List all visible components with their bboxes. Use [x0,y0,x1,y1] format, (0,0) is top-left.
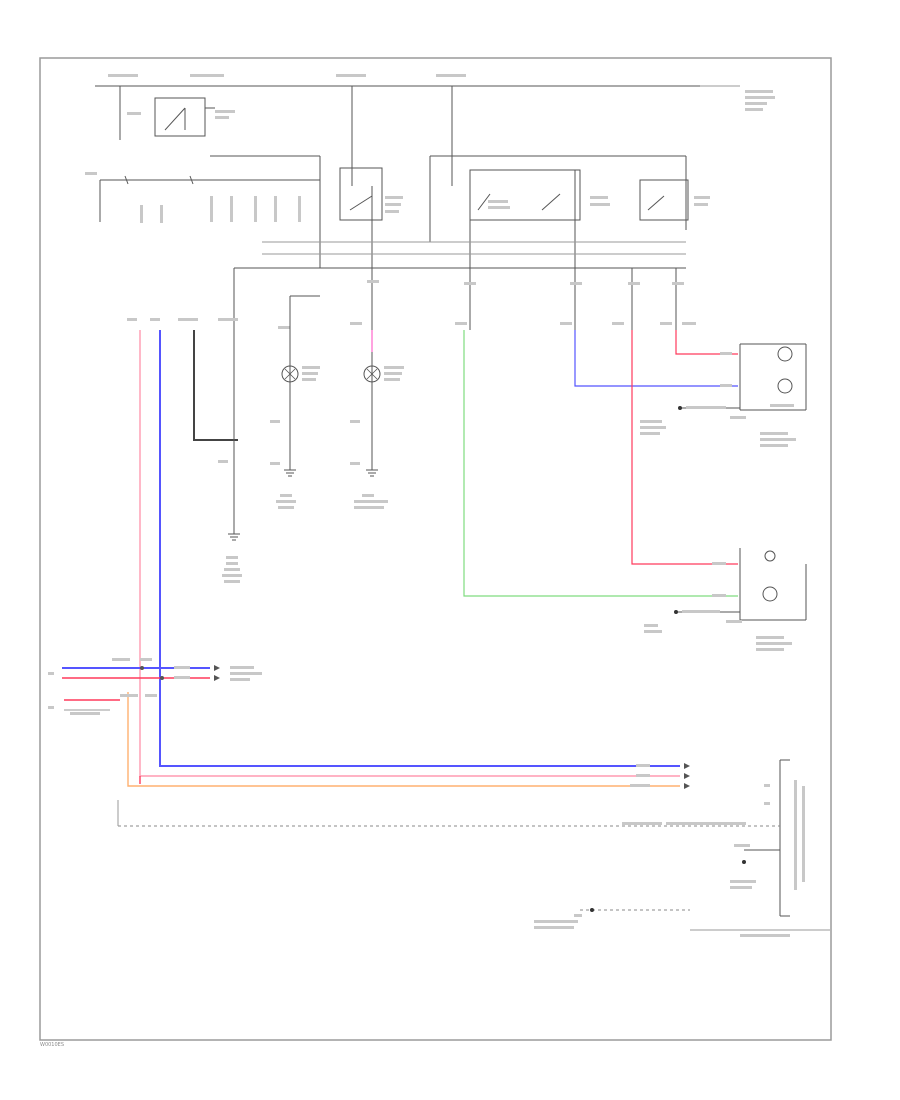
footer-code: W0010ES [40,1042,64,1048]
relay-1 [339,167,403,268]
lamp-middle [350,330,404,509]
diagram-frame [39,57,832,1041]
ground-icon [284,469,296,477]
long-harness-wires [48,330,690,789]
lamp-icon [777,346,793,394]
main-relay [119,86,235,140]
pin-labels-row [127,280,696,329]
control-module-connector [85,155,321,268]
top-power-bus [95,74,775,111]
lamp-left [270,295,320,509]
combination-meter [117,759,830,937]
right-headlamp-connector [574,330,807,447]
ground-icon [366,469,378,477]
lamp-icon [363,365,381,383]
ecu-output-wires [193,330,242,583]
relay-group-right [429,155,710,268]
lamp-icon [762,550,778,602]
ground-icon [228,533,240,541]
connector-icon [684,763,690,789]
connector-icon [214,665,220,681]
lamp-icon [281,365,299,383]
left-headlamp-connector [463,330,807,651]
